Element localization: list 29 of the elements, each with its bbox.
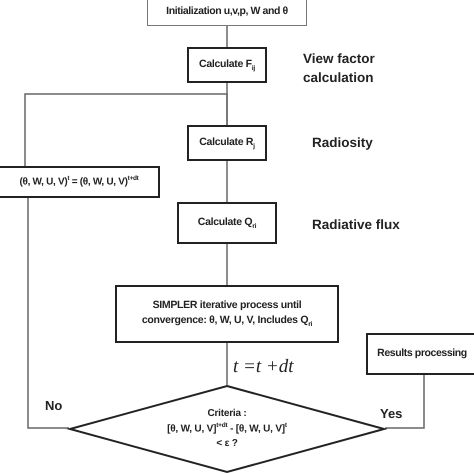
connector-line <box>226 244 228 285</box>
node-text: Criteria : <box>207 406 247 421</box>
node-text: (θ, W, U, V)$^{t}$ = (θ, W, U, V)$^{t+dt}$ <box>19 174 139 190</box>
edge-label: Yes <box>380 406 402 421</box>
step-caption: View factor calculation <box>303 50 376 87</box>
process-box <box>177 202 277 244</box>
node-text: Initialization u,v,p, W and θ <box>166 4 288 20</box>
process-box <box>187 47 267 83</box>
connector-line <box>226 343 228 385</box>
node-text: Calculate R$_{j}$ <box>199 134 255 152</box>
connector-line <box>226 26 228 47</box>
step-caption: Radiative flux <box>312 216 401 234</box>
node-text: Calculate F$_{ij}$ <box>199 56 255 74</box>
edge-label: No <box>45 398 62 413</box>
node-text: < ε ? <box>216 436 238 451</box>
step-caption: Radiosity <box>312 134 374 152</box>
connector-line <box>385 375 425 429</box>
node-text: Calculate Q$_{ri}$ <box>198 214 256 232</box>
process-box <box>115 285 339 343</box>
node-text: Results processing <box>377 346 467 362</box>
node-text: SIMPLER iterative process until convergence: θ, W, U, V, Includes Q$_{ri}$ <box>140 298 314 330</box>
connector-line <box>27 198 69 429</box>
node-text: [θ, W, U, V]$^{t+dt}$ - [θ, W, U, V]$^{t}$ <box>167 421 287 436</box>
process-box <box>366 333 474 375</box>
process-box <box>147 0 307 26</box>
connector-line <box>226 161 228 202</box>
connector-line <box>24 93 228 166</box>
process-box <box>0 166 160 198</box>
process-box <box>187 125 267 161</box>
